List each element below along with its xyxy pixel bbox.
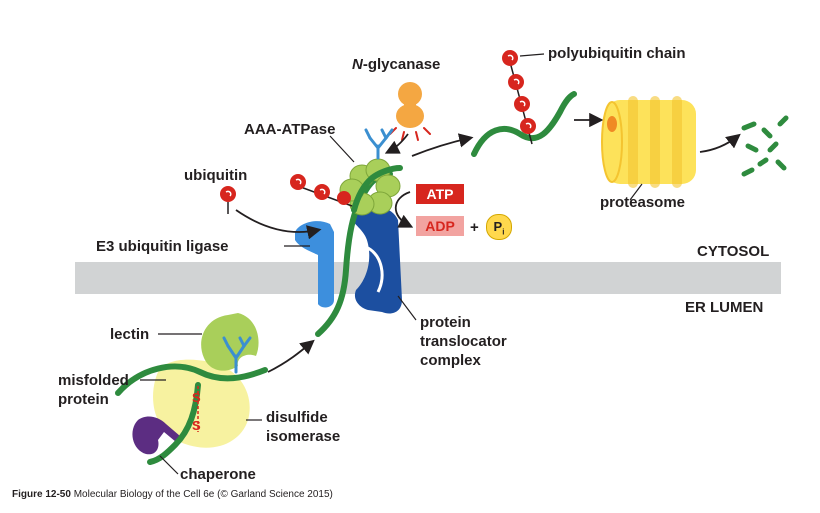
translocator-channel — [367, 246, 384, 293]
atp-box: ATP — [416, 184, 464, 204]
polyubiquitinated-chain — [471, 91, 577, 157]
proteasome-to-peptides-arrow — [699, 133, 741, 153]
proteasome-shape — [601, 96, 696, 188]
figure-caption: Figure 12-50 Molecular Biology of the Ce… — [12, 489, 333, 500]
misfolded-protein-label-line1: misfolded — [58, 372, 129, 389]
pi-circle: Pi — [486, 214, 512, 240]
n-glycanase-shape — [396, 82, 424, 128]
n-glycanase-label: N-glycanase — [352, 55, 440, 74]
polyubiquitin-chain-label: polyubiquitin chain — [548, 45, 686, 62]
proteasome-leader-line — [629, 183, 643, 201]
misfolded-protein-tail — [147, 382, 201, 465]
misfolded-protein-chain — [115, 363, 268, 396]
chaperone-leader-line — [159, 455, 179, 475]
pi-subscript: i — [502, 227, 505, 237]
ubiquitin-icon — [220, 186, 236, 214]
figure-number: Figure 12-50 — [12, 489, 71, 500]
atpase-to-cytosol-arrow — [411, 133, 474, 157]
polyubiquitin-chain-icon — [502, 50, 536, 145]
misfolded-protein-label-line2: protein — [58, 391, 109, 408]
lectin-sugar-icon — [222, 336, 252, 374]
peptide-fragments-icon — [741, 115, 789, 177]
plus-sign: + — [470, 219, 479, 236]
cytosol-label: CYTOSOL — [697, 243, 770, 260]
translocator-label-line3: complex — [420, 352, 481, 369]
disulfide-s-top: S — [192, 390, 201, 405]
disulfide-isomerase-shape — [153, 359, 250, 448]
translocator-label-line1: protein — [420, 314, 471, 331]
atpase-chain-overlay — [351, 165, 403, 213]
n-glycanase-activity-icon — [389, 127, 431, 141]
chaperone-shape — [132, 416, 180, 455]
polyubiquitin-leader-line — [519, 53, 545, 57]
translocator-leader-line — [397, 295, 417, 321]
aaa-leader-line — [329, 135, 355, 163]
aaa-atpase-label: AAA-ATPase — [244, 121, 336, 138]
n-glycanase-rest: -glycanase — [362, 56, 441, 73]
pi-letter: P — [493, 219, 503, 234]
attached-ubiquitin-icon — [290, 174, 353, 207]
disulfide-isomerase-label-line2: isomerase — [266, 428, 341, 445]
chaperone-label: chaperone — [180, 466, 256, 483]
translocator-label-line2: translocator — [420, 333, 507, 350]
figure-source: Molecular Biology of the Cell 6e (© Garl… — [73, 489, 333, 500]
lectin-label: lectin — [110, 326, 150, 343]
translocator-shape — [352, 206, 402, 314]
lectin-shape — [201, 313, 259, 371]
proteasome-label: proteasome — [600, 194, 686, 211]
lumen-to-translocator-arrow — [267, 339, 315, 373]
er-membrane — [75, 262, 781, 294]
disulfide-isomerase-label-line1: disulfide — [266, 409, 328, 426]
disulfide-s-bottom: S — [192, 418, 201, 433]
e3-ligase-label: E3 ubiquitin ligase — [96, 238, 229, 255]
glycanase-arrow — [384, 133, 409, 154]
adp-box: ADP — [416, 216, 464, 236]
ubiquitin-to-e3-arrow — [235, 209, 322, 240]
e3-ligase-shape — [295, 221, 334, 308]
atp-adp-arrow — [394, 191, 414, 228]
n-glycanase-prefix: N — [352, 56, 363, 73]
released-sugar-icon — [364, 128, 394, 160]
ubiquitin-label: ubiquitin — [184, 167, 248, 184]
er-lumen-label: ER LUMEN — [685, 299, 764, 316]
